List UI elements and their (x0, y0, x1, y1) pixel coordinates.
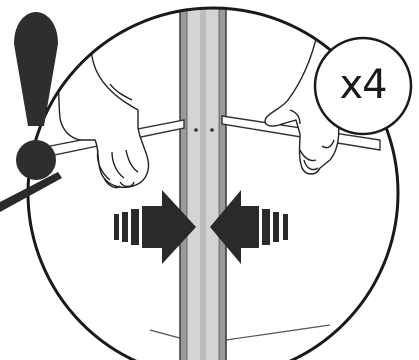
vertical-post (180, 0, 226, 360)
quantity-badge-text: x4 (316, 62, 410, 108)
